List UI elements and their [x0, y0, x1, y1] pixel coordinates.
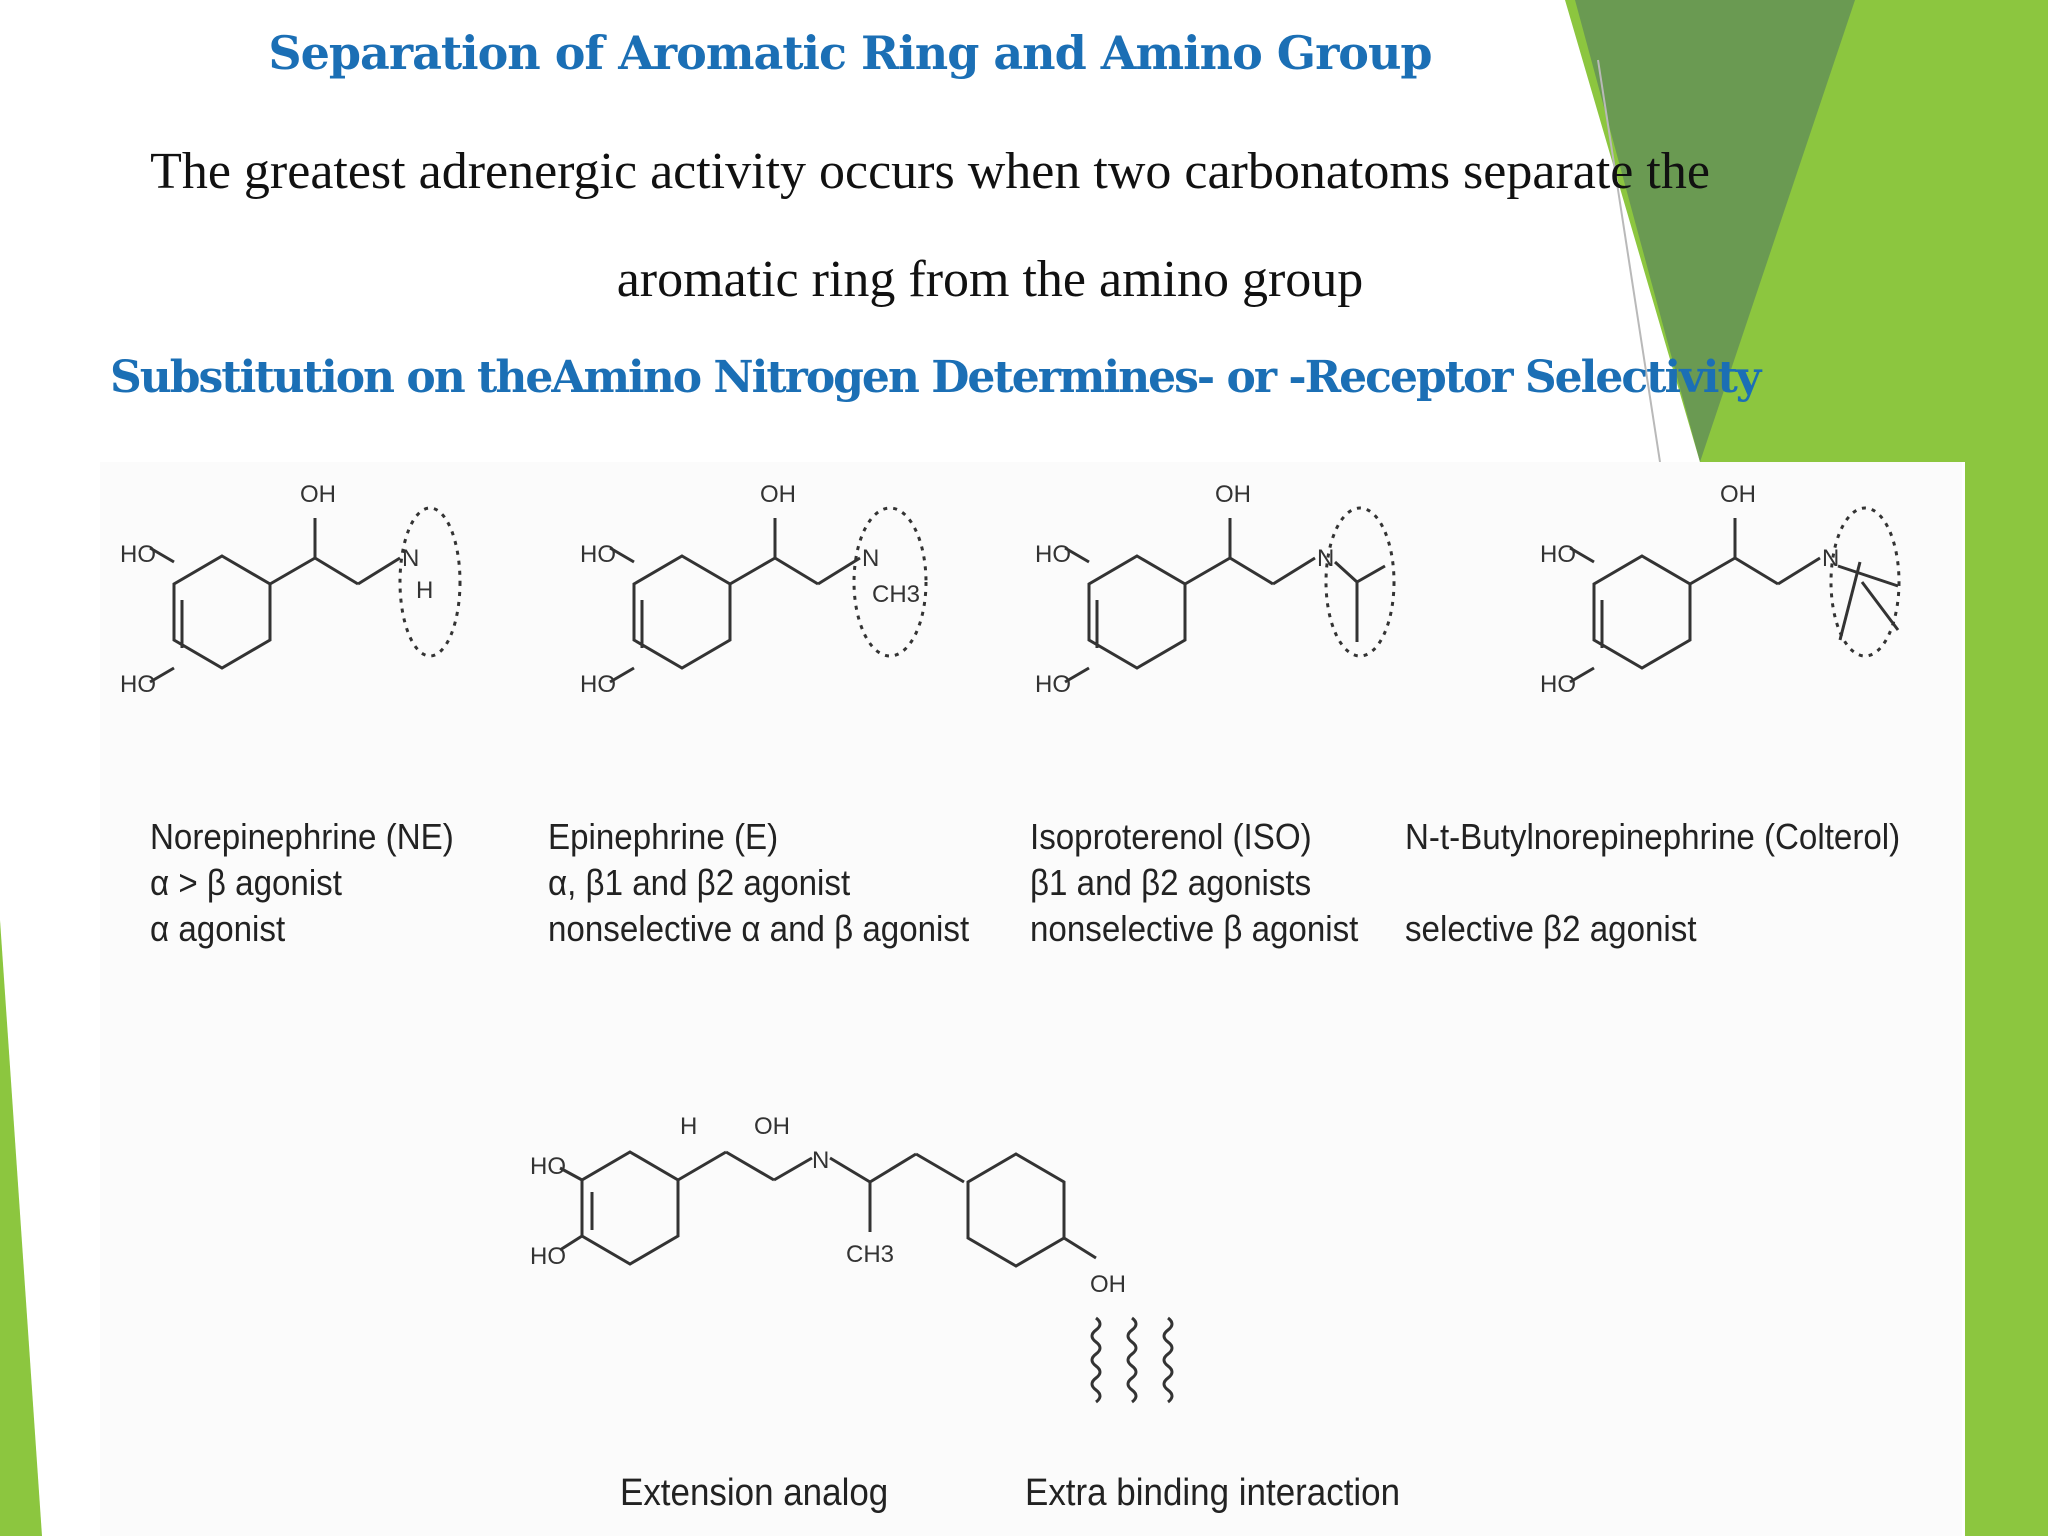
- atom-h: H: [680, 1113, 697, 1140]
- body-text-line-2: aromatic ring from the amino group: [616, 251, 1364, 308]
- atom-oh: OH: [300, 481, 336, 508]
- atom-n: N: [812, 1147, 829, 1174]
- atom-ch3: CH3: [846, 1241, 894, 1268]
- atom-h: H: [416, 577, 433, 604]
- atom-oh: OH: [760, 481, 796, 508]
- structure-isoproterenol: OH HO HO N: [1035, 481, 1396, 698]
- caption-line-2: β1 and β2 agonists: [1030, 862, 1312, 903]
- label-extension-analog: Extension analog: [620, 1472, 889, 1514]
- structure-epinephrine: OH HO HO N CH3: [580, 481, 928, 698]
- atom-ho-top: HO: [1035, 541, 1071, 568]
- caption-line-3: nonselective β agonist: [1030, 908, 1359, 949]
- right-dark-green-band: [1575, 0, 1855, 462]
- atom-oh-para: OH: [1090, 1271, 1126, 1298]
- wavy-line-2: [1126, 1316, 1138, 1404]
- caption-line-3: nonselective α and β agonist: [548, 908, 970, 949]
- atom-n: N: [1317, 545, 1334, 572]
- caption-name: Isoproterenol (ISO): [1030, 816, 1312, 857]
- right-thin-line: [1597, 59, 1661, 463]
- structure-extension-analog: OH H HO HO N CH3 OH: [530, 1113, 1174, 1404]
- caption-line-3: selective β2 agonist: [1405, 908, 1697, 949]
- caption-epinephrine: Epinephrine (E) α, β1 and β2 agonist non…: [548, 814, 969, 952]
- caption-name: Norepinephrine (NE): [150, 816, 454, 857]
- atom-oh: OH: [754, 1113, 790, 1140]
- caption-norepinephrine: Norepinephrine (NE) α > β agonist α agon…: [150, 814, 454, 952]
- atom-ch3: CH3: [872, 581, 920, 608]
- atom-oh: OH: [1720, 481, 1756, 508]
- atom-n: N: [1822, 545, 1839, 572]
- caption-name: Epinephrine (E): [548, 816, 779, 857]
- atom-ho-top: HO: [120, 541, 156, 568]
- wavy-line-3: [1162, 1316, 1174, 1404]
- caption-isoproterenol: Isoproterenol (ISO) β1 and β2 agonists n…: [1030, 814, 1358, 952]
- atom-ho-bottom: HO: [1035, 671, 1071, 698]
- atom-ho-top: HO: [530, 1153, 566, 1180]
- caption-line-2: [1405, 860, 1900, 906]
- caption-line-2: α > β agonist: [150, 862, 342, 903]
- structure-colterol: OH HO HO N: [1540, 481, 1901, 698]
- structures-figure: OH HO HO N H OH HO HO N CH3: [100, 462, 1962, 1536]
- body-text-line-1: The greatest adrenergic activity occurs …: [150, 143, 1710, 200]
- caption-line-3: α agonist: [150, 908, 286, 949]
- label-extra-binding: Extra binding interaction: [1025, 1472, 1401, 1514]
- atom-n: N: [402, 545, 419, 572]
- chemical-structures-diagram: OH HO HO N H OH HO HO N CH3: [120, 481, 1901, 1404]
- atom-n: N: [862, 545, 879, 572]
- caption-colterol: N-t-Butylnorepinephrine (Colterol) selec…: [1405, 814, 1900, 952]
- atom-ho-bottom: HO: [530, 1243, 566, 1270]
- slide-subtitle: Substitution on theAmino Nitrogen Determ…: [110, 352, 1761, 403]
- atom-ho-bottom: HO: [120, 671, 156, 698]
- left-green-wedge: [0, 920, 42, 1536]
- atom-ho-bottom: HO: [1540, 671, 1576, 698]
- atom-ho-top: HO: [580, 541, 616, 568]
- wavy-line-1: [1090, 1316, 1102, 1404]
- atom-ho-bottom: HO: [580, 671, 616, 698]
- structure-norepinephrine: OH HO HO N H: [120, 481, 462, 698]
- atom-ho-top: HO: [1540, 541, 1576, 568]
- atom-oh: OH: [1215, 481, 1251, 508]
- caption-name: N-t-Butylnorepinephrine (Colterol): [1405, 816, 1901, 857]
- slide-title: Separation of Aromatic Ring and Amino Gr…: [268, 26, 1432, 80]
- caption-line-2: α, β1 and β2 agonist: [548, 862, 851, 903]
